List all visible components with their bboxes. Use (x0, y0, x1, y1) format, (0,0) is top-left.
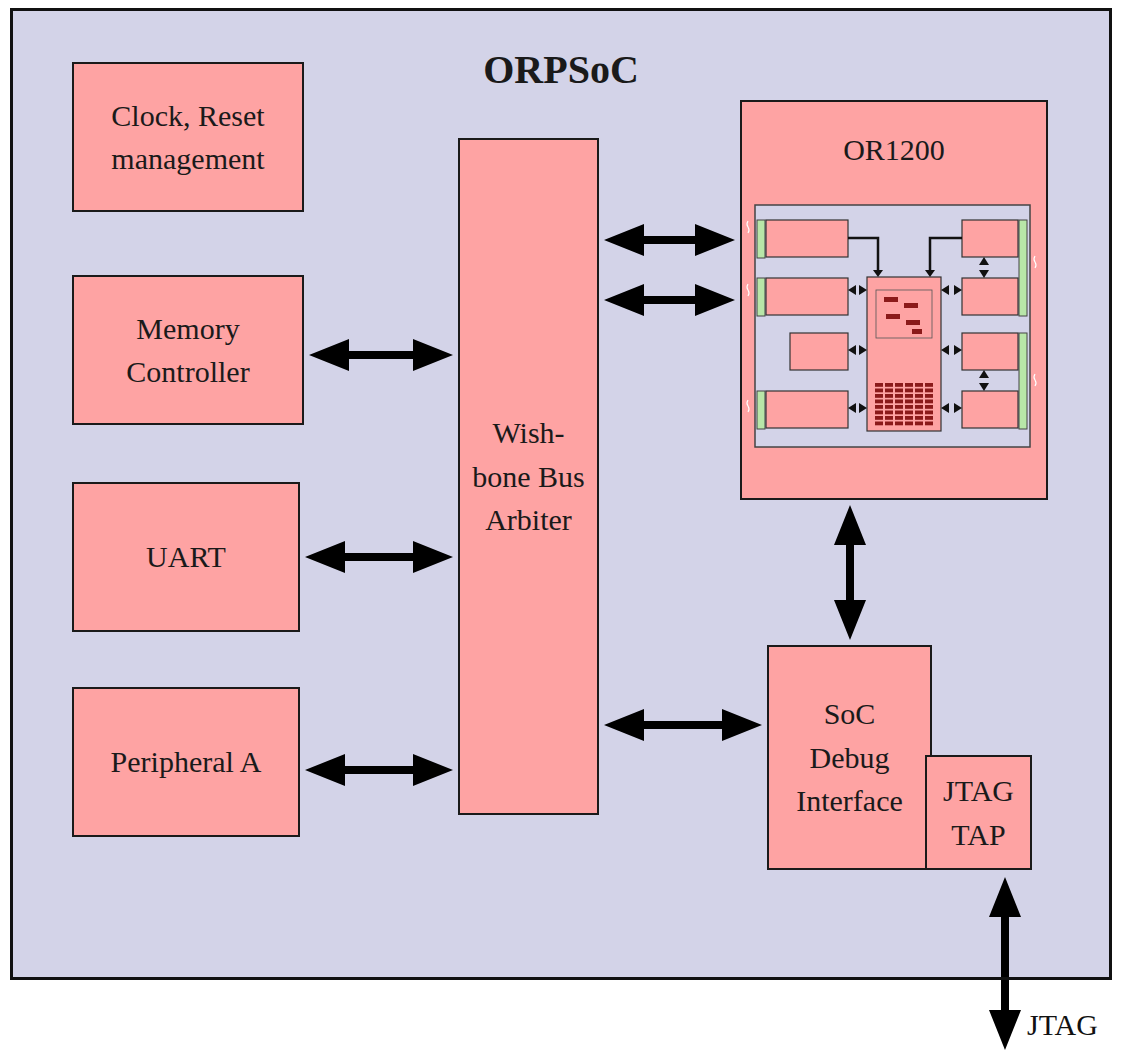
register-cell (885, 389, 893, 393)
register-cell (875, 400, 883, 404)
register-cell (915, 394, 923, 398)
register-cell (885, 383, 893, 387)
clock-reset-block: Clock, Reset management (72, 62, 304, 212)
register-cell (925, 411, 933, 415)
register-cell (915, 405, 923, 409)
soc-boundary: Clock, Reset managementMemory Controller… (10, 8, 1112, 980)
register-cell (895, 400, 903, 404)
register-cell (885, 411, 893, 415)
peripheral-block: Peripheral A (72, 687, 300, 837)
cpu-core-outline (876, 290, 932, 338)
register-cell (905, 400, 913, 404)
jtag-tap-block: JTAG TAP (925, 755, 1032, 870)
port-label: JTAG (1027, 1008, 1098, 1042)
cpu-bus-ties (848, 257, 989, 413)
cpu-core-blocks (884, 297, 922, 334)
bus-connector (335, 766, 423, 774)
register-cell (875, 422, 883, 426)
diagram-title: ORPSoC (483, 41, 639, 99)
register-cell (905, 389, 913, 393)
cpu-frame (755, 205, 1030, 447)
register-cell (895, 422, 903, 426)
register-file (875, 383, 933, 425)
register-cell (905, 422, 913, 426)
register-cell (925, 405, 933, 409)
register-cell (895, 389, 903, 393)
register-cell (925, 394, 933, 398)
register-cell (905, 405, 913, 409)
register-cell (915, 422, 923, 426)
debug-interface-block: SoC Debug Interface (767, 645, 932, 870)
register-cell (905, 416, 913, 420)
register-cell (875, 411, 883, 415)
block-label: Wish- bone Bus Arbiter (468, 411, 589, 542)
block-label: Clock, Reset management (84, 94, 292, 181)
register-cell (925, 389, 933, 393)
bus-connector (634, 236, 705, 244)
register-cell (885, 394, 893, 398)
cpu-bus-bend-heads (873, 270, 935, 277)
register-cell (895, 383, 903, 387)
bus-connector (634, 296, 705, 304)
block-label: Peripheral A (111, 740, 262, 784)
register-cell (875, 383, 883, 387)
register-cell (905, 383, 913, 387)
bus-connector (634, 721, 732, 729)
cpu-edge-marks (747, 221, 1036, 412)
register-cell (895, 411, 903, 415)
memory-controller-block: Memory Controller (72, 275, 304, 425)
register-cell (925, 383, 933, 387)
register-cell (915, 411, 923, 415)
bus-connector (846, 535, 854, 610)
block-label: OR1200 (843, 128, 945, 172)
block-label: Memory Controller (84, 307, 292, 394)
cpu-bus-bends (848, 238, 962, 272)
soc-ground (12, 10, 1111, 979)
block-label: UART (146, 535, 226, 579)
register-cell (895, 394, 903, 398)
register-cell (875, 389, 883, 393)
cpu-units (766, 220, 1018, 431)
register-cell (875, 416, 883, 420)
bus-connector (339, 351, 423, 359)
register-cell (915, 383, 923, 387)
bus-connector (335, 553, 423, 561)
register-cell (925, 422, 933, 426)
register-cell (915, 400, 923, 404)
register-cell (885, 416, 893, 420)
jtag-port-arrow (1001, 907, 1009, 1020)
block-label: JTAG TAP (931, 769, 1026, 856)
block-label: SoC Debug Interface (785, 692, 914, 823)
register-cell (925, 400, 933, 404)
uart-block: UART (72, 482, 300, 632)
register-cell (875, 405, 883, 409)
cpu-block: OR1200 (740, 100, 1048, 500)
register-cell (915, 389, 923, 393)
register-cell (885, 405, 893, 409)
register-cell (925, 416, 933, 420)
register-cell (915, 416, 923, 420)
register-cell (885, 422, 893, 426)
register-cell (905, 411, 913, 415)
register-cell (875, 394, 883, 398)
bus-arbiter-block: Wish- bone Bus Arbiter (458, 138, 599, 815)
register-cell (885, 400, 893, 404)
register-cell (905, 394, 913, 398)
register-cell (895, 416, 903, 420)
register-cell (895, 405, 903, 409)
